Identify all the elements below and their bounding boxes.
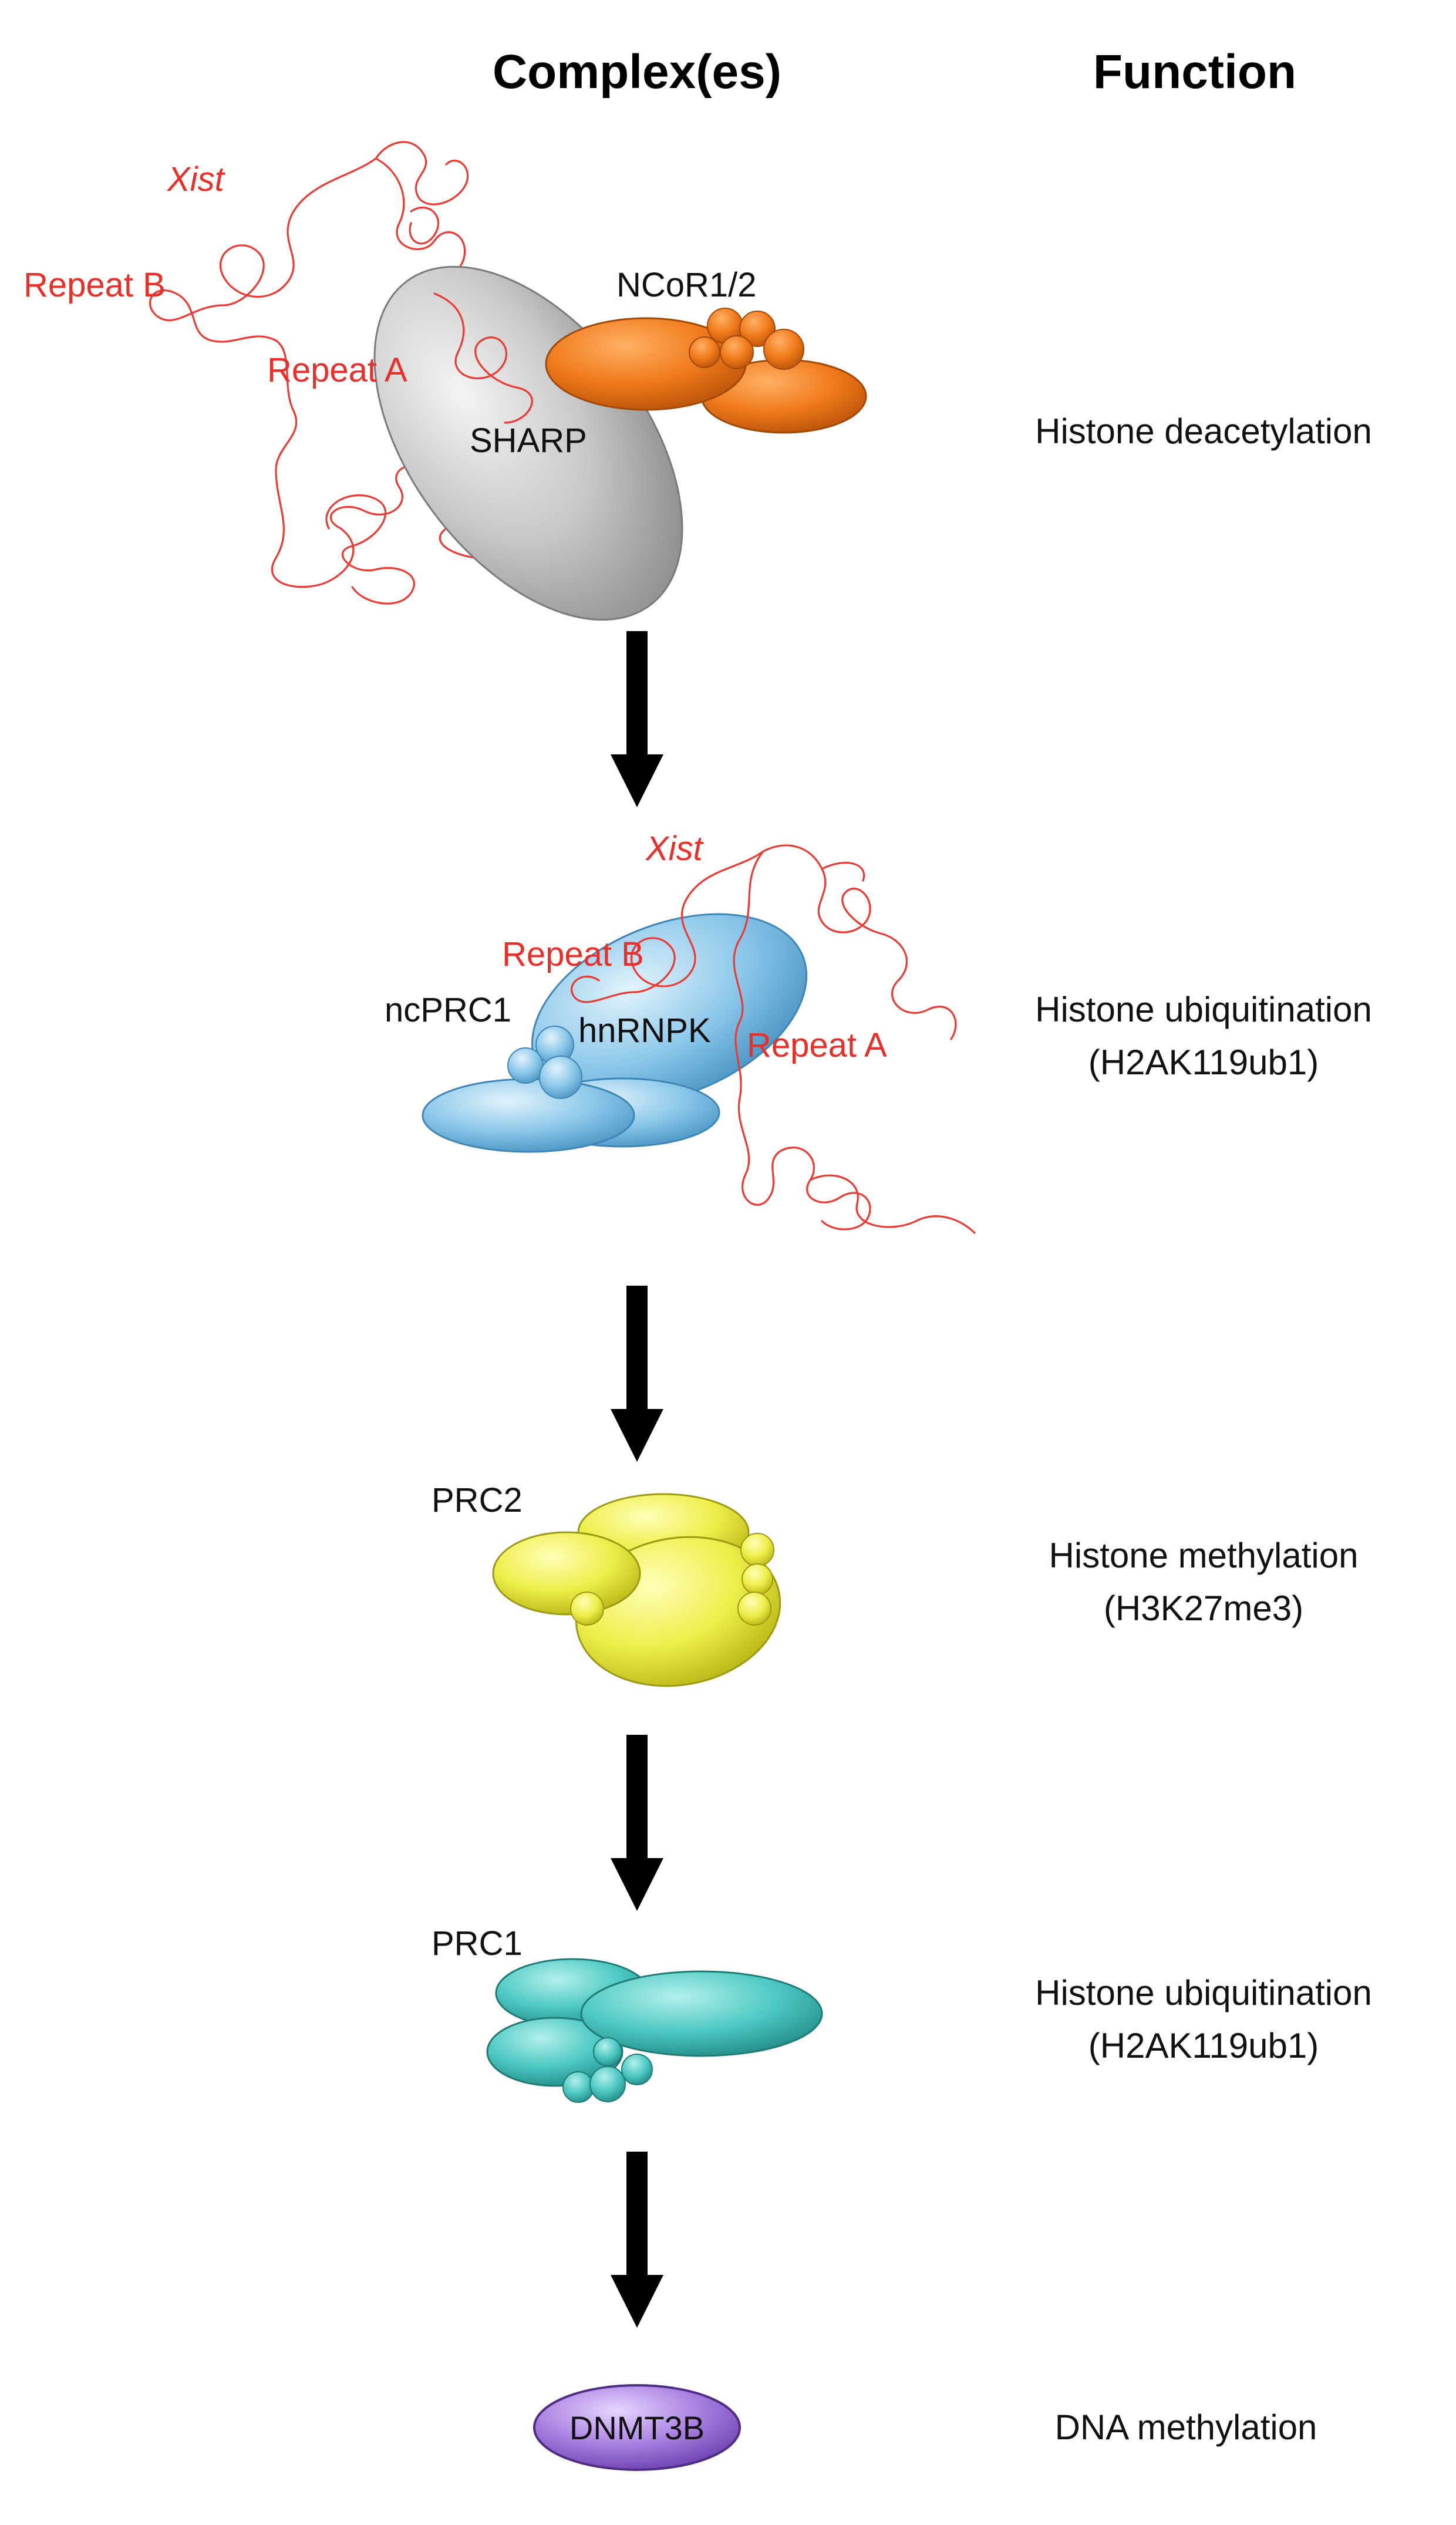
function-text-2a: Histone ubiquitination — [1035, 990, 1372, 1029]
step-2-ncprc1-hnrnpk: Xist Repeat B Repeat A ncPRC1 hnRNPK His… — [385, 830, 1372, 1234]
complexes-header: Complex(es) — [493, 45, 781, 99]
arrow-down-1 — [611, 631, 663, 807]
function-header: Function — [1093, 45, 1296, 99]
prc1-subunit — [621, 2054, 653, 2085]
ncor-complex — [545, 308, 867, 434]
sharp-label: SHARP — [470, 422, 587, 460]
ncor-subunit — [763, 329, 804, 370]
ncor-subunit — [720, 335, 754, 369]
dnmt3b-label: DNMT3B — [569, 2409, 705, 2446]
ncprc1-label: ncPRC1 — [385, 991, 511, 1029]
function-text-2b: (H2AK119ub1) — [1088, 1043, 1319, 1082]
ncprc1-body-left — [422, 1078, 635, 1153]
arrow-down-2 — [611, 1286, 663, 1462]
xist-label-2: Xist — [645, 830, 705, 868]
repeat-a-strand — [433, 292, 533, 424]
step-5-dnmt3b: DNMT3B DNA methylation — [533, 2384, 1317, 2471]
arrow-down-4 — [611, 2152, 663, 2328]
ncor-label: NCoR1/2 — [616, 266, 757, 304]
repeat-a-label-1: Repeat A — [267, 351, 407, 389]
step-4-prc1: PRC1 Histone ubiquitination (H2AK119ub1) — [432, 1924, 1372, 2103]
ncprc1-subunit — [507, 1047, 544, 1084]
ncor-subunit — [739, 311, 776, 347]
function-text-3a: Histone methylation — [1049, 1536, 1359, 1575]
hnrnpk-label: hnRNPK — [578, 1012, 711, 1050]
prc2-subunit — [742, 1563, 773, 1595]
dnmt3b-protein — [533, 2384, 741, 2471]
ncprc1-subunit — [539, 1056, 582, 1099]
function-text-5: DNA methylation — [1055, 2408, 1317, 2447]
prc2-subunit — [740, 1533, 774, 1567]
prc2-subunit — [737, 1592, 771, 1626]
xist-label-1: Xist — [166, 160, 226, 198]
prc1-subunit — [589, 2066, 626, 2102]
function-text-4a: Histone ubiquitination — [1035, 1973, 1372, 2012]
function-text-1: Histone deacetylation — [1035, 412, 1372, 451]
prc1-subunit — [593, 2037, 622, 2066]
xist-rna-structure-2 — [571, 844, 976, 1234]
function-text-3b: (H3K27me3) — [1104, 1589, 1303, 1628]
arrow-down-3 — [611, 1735, 663, 1911]
prc1-body-main — [580, 1970, 823, 2057]
step-1-sharp-ncor: Xist Repeat B Repeat A NCoR1/2 SHARP His… — [23, 141, 1372, 621]
prc1-subunit — [562, 2071, 594, 2103]
prc2-label: PRC2 — [432, 1481, 523, 1519]
repeat-a-label-2: Repeat A — [747, 1026, 887, 1064]
prc2-subunit — [570, 1592, 604, 1626]
step-3-prc2: PRC2 Histone methylation (H3K27me3) — [432, 1481, 1359, 1687]
prc2-body-left — [492, 1531, 641, 1616]
prc1-label: PRC1 — [432, 1924, 523, 1963]
ncor-subunit — [689, 336, 720, 368]
repeat-b-label-2: Repeat B — [502, 935, 644, 973]
repeat-b-label-1: Repeat B — [23, 266, 166, 304]
function-text-4b: (H2AK119ub1) — [1088, 2026, 1319, 2065]
